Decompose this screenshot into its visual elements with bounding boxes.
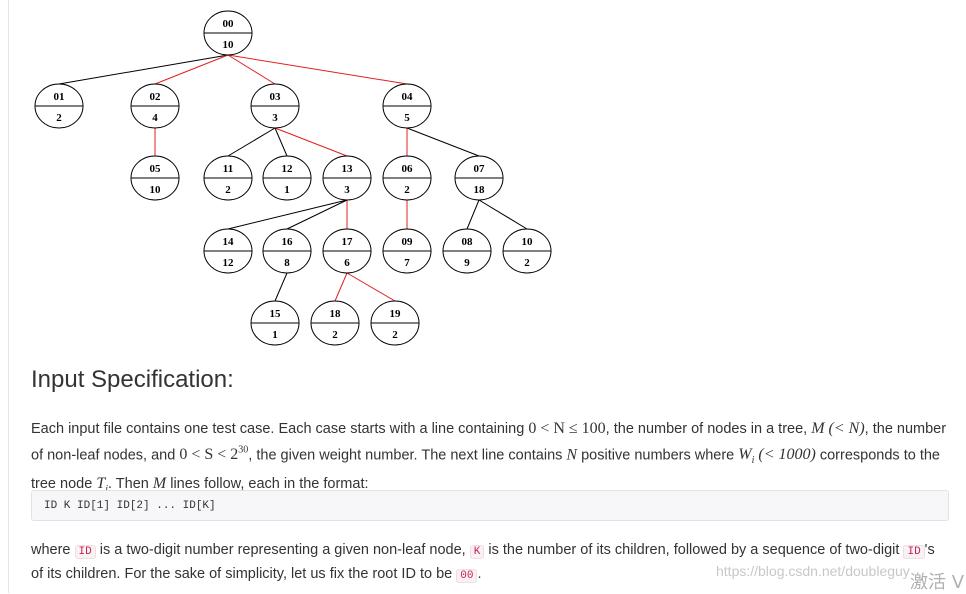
node-weight-label: 18 (474, 184, 486, 196)
node-id-label: 15 (270, 308, 282, 320)
tree-edge-17-19 (346, 272, 396, 302)
node-weight-label: 2 (404, 184, 410, 196)
tree-node-03: 03 3 (250, 83, 300, 129)
tree-edge-00-01 (58, 54, 229, 85)
input-description: Each input file contains one test case. … (31, 420, 947, 495)
tree-edge-13-14 (227, 199, 348, 230)
node-id-label: 11 (223, 163, 233, 175)
content-left-border (8, 0, 9, 593)
tree-edge-03-12 (274, 127, 288, 157)
node-id-label: 19 (390, 308, 402, 320)
tree-node-16: 16 8 (262, 228, 312, 274)
tree-node-08: 08 9 (442, 228, 492, 274)
node-weight-label: 1 (272, 329, 278, 341)
tree-node-12: 12 1 (262, 155, 312, 201)
tree-edge-16-15 (274, 272, 288, 302)
node-weight-label: 10 (150, 184, 162, 196)
node-weight-label: 6 (344, 257, 350, 269)
tree-node-14: 14 12 (203, 228, 253, 274)
node-id-label: 17 (342, 236, 354, 248)
node-weight-label: 5 (404, 112, 410, 124)
node-id-label: 05 (150, 163, 162, 175)
blog-watermark: https://blog.csdn.net/doubleguy (716, 563, 910, 579)
math-n: N (566, 446, 578, 464)
node-weight-label: 1 (284, 184, 290, 196)
node-id-label: 18 (330, 308, 342, 320)
tree-node-02: 02 4 (130, 83, 180, 129)
math-wi: Wi (< 1000) (738, 446, 816, 467)
tree-node-04: 04 5 (382, 83, 432, 129)
tree-edge-04-07 (406, 127, 480, 157)
tree-node-19: 19 2 (370, 300, 420, 346)
node-weight-label: 12 (223, 257, 235, 269)
format-code-block: ID K ID[1] ID[2] ... ID[K] (31, 490, 949, 521)
math-s-range: 0 < S < 230 (179, 445, 249, 464)
section-heading: Input Specification: (31, 366, 234, 393)
node-id-label: 01 (54, 91, 65, 103)
node-id-label: 16 (282, 236, 294, 248)
tree-node-15: 15 1 (250, 300, 300, 346)
node-id-label: 04 (402, 91, 414, 103)
tree-edge-00-02 (154, 54, 229, 85)
node-weight-label: 9 (464, 257, 470, 269)
node-id-label: 07 (474, 163, 486, 175)
node-weight-label: 7 (404, 257, 410, 269)
tree-node-17: 17 6 (322, 228, 372, 274)
tree-edge-03-11 (227, 127, 276, 157)
node-weight-label: 4 (152, 112, 158, 124)
node-id-label: 09 (402, 236, 414, 248)
inline-code-root: 00 (456, 569, 478, 583)
tree-node-18: 18 2 (310, 300, 360, 346)
tree-node-11: 11 2 (203, 155, 253, 201)
tree-node-05: 05 10 (130, 155, 180, 201)
tree-edge-13-16 (286, 199, 348, 230)
tree-edge-17-18 (334, 272, 348, 302)
node-weight-label: 2 (524, 257, 530, 269)
node-id-label: 06 (402, 163, 414, 175)
activation-watermark: 激活 V (910, 572, 965, 593)
tree-node-01: 01 2 (34, 83, 84, 129)
math-n-range: 0 < N ≤ 100 (528, 420, 606, 437)
node-weight-label: 2 (332, 329, 338, 341)
inline-code-k: K (469, 545, 485, 559)
node-id-label: 12 (282, 163, 294, 175)
tree-edge-00-03 (227, 54, 276, 85)
tree-node-13: 13 3 (322, 155, 372, 201)
tree-node-10: 10 2 (502, 228, 552, 274)
math-m2: M (152, 474, 167, 492)
node-weight-label: 8 (284, 257, 290, 269)
format-description: where ID is a two-digit number represent… (31, 542, 935, 583)
tree-edge-00-04 (227, 54, 408, 85)
tree-edge-07-08 (466, 199, 480, 230)
node-id-label: 14 (223, 236, 235, 248)
tree-node-07: 07 18 (454, 155, 504, 201)
node-weight-label: 3 (344, 184, 350, 196)
node-id-label: 08 (462, 236, 474, 248)
node-id-label: 10 (522, 236, 534, 248)
tree-edge-03-13 (274, 127, 348, 157)
inline-code-id: ID (903, 545, 925, 559)
math-ti: Ti (96, 474, 108, 495)
node-weight-label: 3 (272, 112, 278, 124)
node-id-label: 03 (270, 91, 282, 103)
node-weight-label: 2 (225, 184, 231, 196)
tree-node-00: 00 10 (203, 10, 253, 56)
tree-node-06: 06 2 (382, 155, 432, 201)
node-id-label: 13 (342, 163, 354, 175)
tree-edge-07-10 (478, 199, 528, 230)
inline-code-id: ID (74, 545, 96, 559)
weighted-tree-diagram: 0010012024033045051011212113306207181412… (34, 10, 552, 346)
node-id-label: 00 (223, 18, 235, 30)
node-weight-label: 2 (392, 329, 398, 341)
math-m: M (< N) (811, 420, 865, 437)
node-weight-label: 10 (223, 39, 235, 51)
tree-node-09: 09 7 (382, 228, 432, 274)
node-id-label: 02 (150, 91, 162, 103)
node-weight-label: 2 (56, 112, 62, 124)
